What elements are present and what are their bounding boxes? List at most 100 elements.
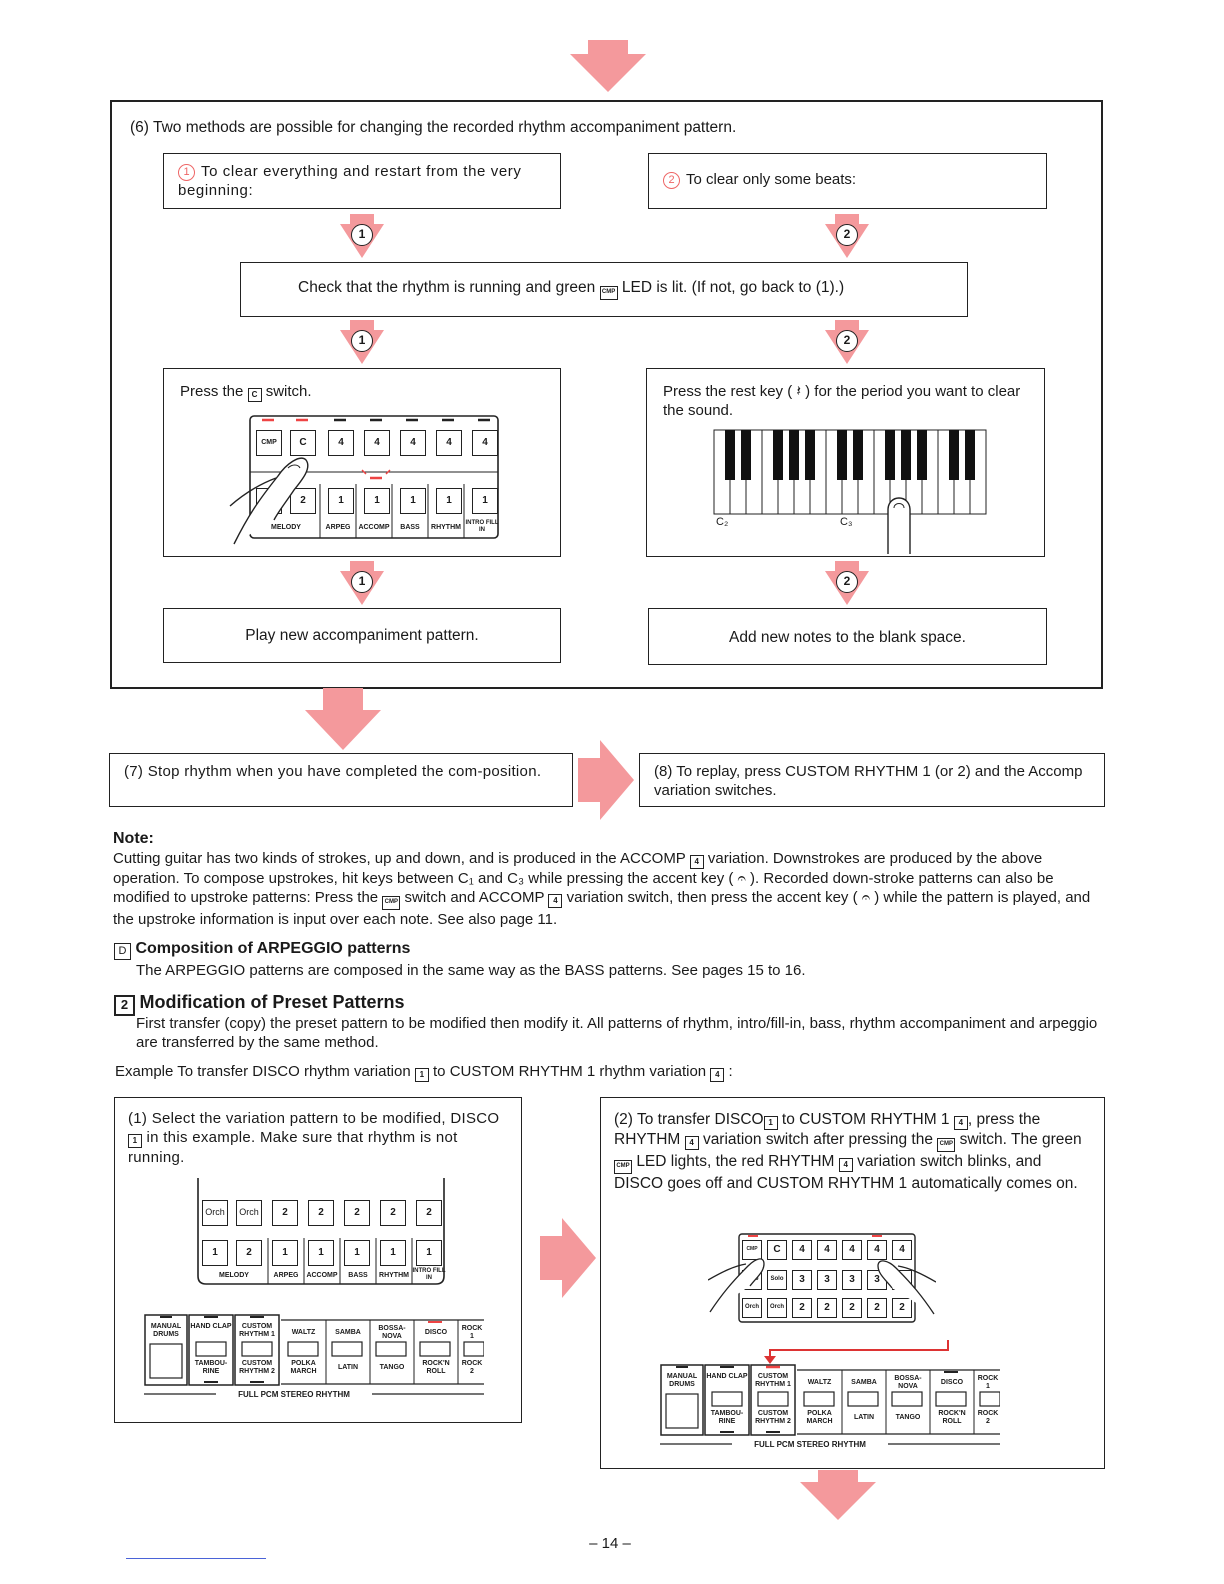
panel-a-bottom-key-3[interactable]: 1 bbox=[328, 488, 354, 514]
marker-2b: 2 bbox=[836, 330, 858, 352]
panel-c-r1-k1[interactable]: CMP bbox=[742, 1240, 762, 1260]
panel-b-bottom-key-2[interactable]: 2 bbox=[236, 1240, 262, 1266]
black-key bbox=[853, 430, 863, 480]
rhythm1-tambourine[interactable]: TAMBOU-RINE bbox=[194, 1360, 228, 1375]
rhythm2-samba[interactable]: SAMBA bbox=[851, 1379, 877, 1386]
section-2-marker: 2 bbox=[114, 995, 135, 1016]
rhythm2-bossa[interactable]: BOSSA-NOVA bbox=[894, 1375, 922, 1390]
rhythm1-custom-1[interactable]: CUSTOM RHYTHM 1 bbox=[239, 1323, 275, 1338]
panel-b-bottom-key-1[interactable]: 1 bbox=[202, 1240, 228, 1266]
panel-a-top-key-7[interactable]: 4 bbox=[472, 430, 498, 456]
panel-a-top-key-6[interactable]: 4 bbox=[436, 430, 462, 456]
panel-c-r1-k6[interactable]: 4 bbox=[867, 1240, 887, 1260]
method1-text: To clear everything and restart from the… bbox=[178, 163, 522, 199]
panel-a-label-melody: MELODY bbox=[271, 524, 301, 531]
panel-b-top-key-6[interactable]: 2 bbox=[380, 1200, 406, 1226]
rhythm2-tambourine[interactable]: TAMBOU-RINE bbox=[710, 1410, 744, 1425]
ex1-text: (1) Select the variation pattern to be m… bbox=[128, 1109, 514, 1167]
panel-a-label-arpeg: ARPEG bbox=[325, 524, 351, 531]
panel-c-r2-k4[interactable]: 3 bbox=[817, 1270, 837, 1290]
panel-a-top-key-5[interactable]: 4 bbox=[400, 430, 426, 456]
rhythm1-custom-2[interactable]: CUSTOM RHYTHM 2 bbox=[239, 1360, 275, 1375]
ex2-text-7: variation switch blinks, and DISCO goes … bbox=[614, 1153, 1078, 1192]
rhythm2-rock2[interactable]: ROCK 2 bbox=[977, 1410, 999, 1425]
rhythm1-polka[interactable]: POLKA MARCH bbox=[290, 1360, 317, 1375]
rhythm1-samba[interactable]: SAMBA bbox=[335, 1329, 361, 1336]
rhythm2-tango[interactable]: TANGO bbox=[895, 1414, 921, 1421]
rhythm2-custom-1[interactable]: CUSTOM RHYTHM 1 bbox=[755, 1373, 791, 1388]
panel-b-top-key-3[interactable]: 2 bbox=[272, 1200, 298, 1226]
panel-a-top-key-3[interactable]: 4 bbox=[328, 430, 354, 456]
note-body-3: switch and ACCOMP bbox=[404, 889, 545, 906]
panel-c-r1-k2[interactable]: C bbox=[767, 1240, 787, 1260]
panel-b-bottom-key-7[interactable]: 1 bbox=[416, 1240, 442, 1266]
panel-c-r3-k2[interactable]: Orch bbox=[767, 1298, 787, 1318]
marker-1a: 1 bbox=[351, 224, 373, 246]
panel-b-top-key-4[interactable]: 2 bbox=[308, 1200, 334, 1226]
panel-a-cmp-key[interactable]: CMP bbox=[256, 430, 282, 456]
panel-a-c-key[interactable]: C bbox=[290, 430, 316, 456]
rhythm1-bossa[interactable]: BOSSA-NOVA bbox=[378, 1325, 406, 1340]
panel-a-label-intro: INTRO FILL IN bbox=[465, 520, 499, 533]
rhythm2-waltz[interactable]: WALTZ bbox=[807, 1379, 832, 1386]
rhythm1-latin[interactable]: LATIN bbox=[337, 1364, 359, 1371]
rhythm2-custom-2[interactable]: CUSTOM RHYTHM 2 bbox=[755, 1410, 791, 1425]
panel-c-r1-k7[interactable]: 4 bbox=[892, 1240, 912, 1260]
panel-a-bottom-key-4[interactable]: 1 bbox=[364, 488, 390, 514]
rhythm1-footer: FULL PCM STEREO RHYTHM bbox=[238, 1390, 350, 1399]
rest-key-text: Press the rest key ( 𝄽 ) for the period … bbox=[663, 383, 1021, 419]
panel-c-r3-k1[interactable]: Orch bbox=[742, 1298, 762, 1318]
rhythm1-rock1[interactable]: ROCK 1 bbox=[461, 1325, 483, 1340]
panel-c-r3-k6[interactable]: 2 bbox=[867, 1298, 887, 1318]
section-2-heading: 2 Modification of Preset Patterns bbox=[114, 992, 405, 1016]
panel-c-r3-k5[interactable]: 2 bbox=[842, 1298, 862, 1318]
panel-c-r1-k4[interactable]: 4 bbox=[817, 1240, 837, 1260]
panel-b-label-intro: INTRO FILL IN bbox=[412, 1268, 446, 1281]
rhythm2-rocknroll[interactable]: ROCK'N ROLL bbox=[938, 1410, 966, 1425]
rhythm1-manual-drums[interactable]: MANUAL DRUMS bbox=[150, 1323, 182, 1338]
rhythm2-polka[interactable]: POLKA MARCH bbox=[806, 1410, 833, 1425]
panel-b-top-key-1[interactable]: Orch bbox=[202, 1200, 228, 1226]
panel-c-r2-k3[interactable]: 3 bbox=[792, 1270, 812, 1290]
panel-c-r1-k5[interactable]: 4 bbox=[842, 1240, 862, 1260]
panel-c-r1-k3[interactable]: 4 bbox=[792, 1240, 812, 1260]
panel-c-r3-k7[interactable]: 2 bbox=[892, 1298, 912, 1318]
rhythm2-rock1[interactable]: ROCK 1 bbox=[977, 1375, 999, 1390]
panel-a-bottom-key-2[interactable]: 2 bbox=[290, 488, 316, 514]
panel-c-r3-k3[interactable]: 2 bbox=[792, 1298, 812, 1318]
panel-b-top-key-2[interactable]: Orch bbox=[236, 1200, 262, 1226]
add-notes-text: Add new notes to the blank space. bbox=[729, 629, 966, 646]
panel-a-bottom-key-6[interactable]: 1 bbox=[436, 488, 462, 514]
check-box bbox=[240, 262, 968, 317]
panel-a-bottom-key-5[interactable]: 1 bbox=[400, 488, 426, 514]
panel-b-bottom-key-6[interactable]: 1 bbox=[380, 1240, 406, 1266]
panel-c-r2-k5[interactable]: 3 bbox=[842, 1270, 862, 1290]
rhythm2-latin[interactable]: LATIN bbox=[853, 1414, 875, 1421]
panel-b-top-key-5[interactable]: 2 bbox=[344, 1200, 370, 1226]
key-4-icon: 4 bbox=[689, 855, 704, 869]
example-text-2: to CUSTOM RHYTHM 1 rhythm variation bbox=[433, 1063, 707, 1080]
panel-a-top-key-4[interactable]: 4 bbox=[364, 430, 390, 456]
panel-b-top-key-7[interactable]: 2 bbox=[416, 1200, 442, 1226]
panel-b-bottom-key-4[interactable]: 1 bbox=[308, 1240, 334, 1266]
key-4-icon: 4 bbox=[548, 894, 563, 908]
rhythm1-rock2[interactable]: ROCK 2 bbox=[461, 1360, 483, 1375]
panel-b-bottom-key-3[interactable]: 1 bbox=[272, 1240, 298, 1266]
rhythm2-manual-drums[interactable]: MANUAL DRUMS bbox=[666, 1373, 698, 1388]
rhythm1-disco[interactable]: DISCO bbox=[424, 1329, 448, 1336]
panel-b-bottom-key-5[interactable]: 1 bbox=[344, 1240, 370, 1266]
note-body: Cutting guitar has two kinds of strokes,… bbox=[113, 849, 1103, 929]
rhythm1-hand-clap[interactable]: HAND CLAP bbox=[190, 1323, 232, 1330]
rhythm2-disco[interactable]: DISCO bbox=[940, 1379, 964, 1386]
black-key bbox=[949, 430, 959, 480]
rhythm2-hand-clap[interactable]: HAND CLAP bbox=[706, 1373, 748, 1380]
panel-c-r3-k4[interactable]: 2 bbox=[817, 1298, 837, 1318]
rhythm1-waltz[interactable]: WALTZ bbox=[291, 1329, 316, 1336]
key-1-icon: 1 bbox=[763, 1116, 778, 1130]
rhythm1-tango[interactable]: TANGO bbox=[379, 1364, 405, 1371]
marker-2c: 2 bbox=[836, 571, 858, 593]
panel-c-r2-k2[interactable]: Solo bbox=[767, 1270, 787, 1290]
rhythm1-rocknroll[interactable]: ROCK'N ROLL bbox=[422, 1360, 450, 1375]
panel-a-bottom-key-7[interactable]: 1 bbox=[472, 488, 498, 514]
black-key bbox=[741, 430, 751, 480]
